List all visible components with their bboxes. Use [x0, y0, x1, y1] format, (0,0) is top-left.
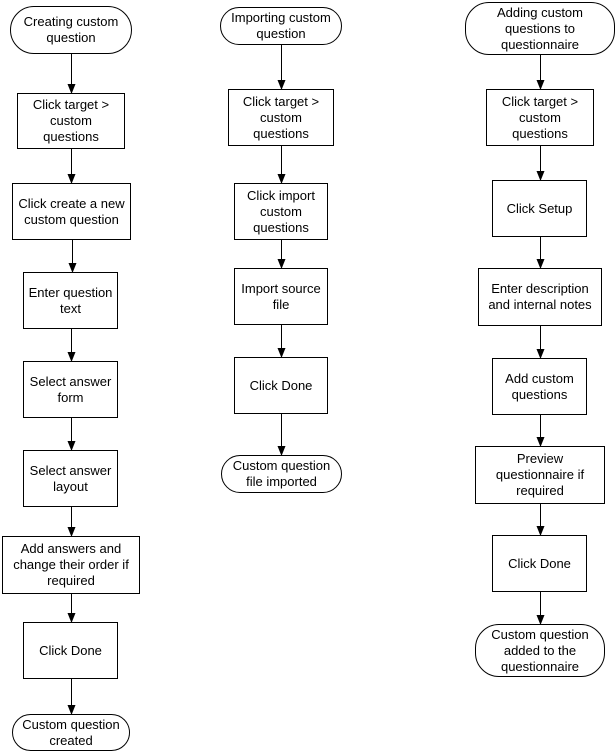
node-label: Add custom questions [505, 370, 574, 402]
node-label: Add answers and change their order if re… [13, 541, 129, 588]
add-step-description: Enter description and internal notes [478, 268, 602, 326]
node-label: Click Done [508, 555, 571, 571]
import-step-source-file: Import source file [234, 268, 328, 325]
node-label: Click Done [39, 642, 102, 658]
add-step-click-target: Click target > custom questions [486, 89, 594, 146]
add-end-terminator: Custom question added to the questionnai… [475, 624, 605, 677]
node-label: Click Setup [506, 200, 573, 216]
create-step-add-answers: Add answers and change their order if re… [2, 536, 140, 594]
add-step-preview: Preview questionnaire if required [475, 446, 605, 504]
node-label: Enter description and internal notes [488, 281, 592, 312]
node-label: Click target > custom questions [501, 93, 579, 141]
import-step-click-done: Click Done [234, 357, 328, 414]
create-end-terminator: Custom question created [12, 714, 130, 751]
node-label: Select answer layout [29, 462, 112, 494]
add-step-add-questions: Add custom questions [492, 358, 587, 415]
node-label: Select answer form [29, 373, 112, 405]
node-label: Click target > custom questions [32, 97, 110, 144]
node-label: Click create a new custom question [18, 195, 125, 227]
create-step-click-done: Click Done [23, 622, 118, 679]
add-step-click-done: Click Done [492, 535, 587, 592]
node-label: Custom question file imported [232, 458, 331, 489]
create-start-terminator: Creating custom question [10, 6, 132, 54]
add-start-terminator: Adding custom questions to questionnaire [465, 2, 615, 55]
add-step-click-setup: Click Setup [492, 180, 587, 237]
node-label: Custom question added to the questionnai… [491, 626, 589, 674]
node-label: Click target > custom questions [242, 93, 320, 141]
create-step-click-target: Click target > custom questions [17, 93, 125, 149]
node-label: Preview questionnaire if required [495, 451, 585, 498]
import-start-terminator: Importing custom question [220, 7, 342, 45]
create-step-enter-text: Enter question text [23, 272, 118, 329]
import-step-click-import: Click import custom questions [234, 183, 328, 240]
create-step-answer-layout: Select answer layout [23, 450, 118, 507]
node-label: Import source file [241, 280, 321, 312]
node-label: Creating custom question [23, 14, 119, 45]
node-label: Click Done [249, 377, 313, 393]
node-label: Click import custom questions [247, 187, 315, 235]
node-label: Adding custom questions to questionnaire [497, 4, 583, 52]
import-end-terminator: Custom question file imported [221, 455, 342, 493]
node-label: Enter question text [28, 284, 113, 316]
create-step-click-create: Click create a new custom question [12, 183, 131, 240]
node-label: Custom question created [22, 716, 120, 748]
import-step-click-target: Click target > custom questions [228, 89, 334, 146]
create-step-answer-form: Select answer form [23, 361, 118, 418]
node-label: Importing custom question [231, 10, 331, 41]
